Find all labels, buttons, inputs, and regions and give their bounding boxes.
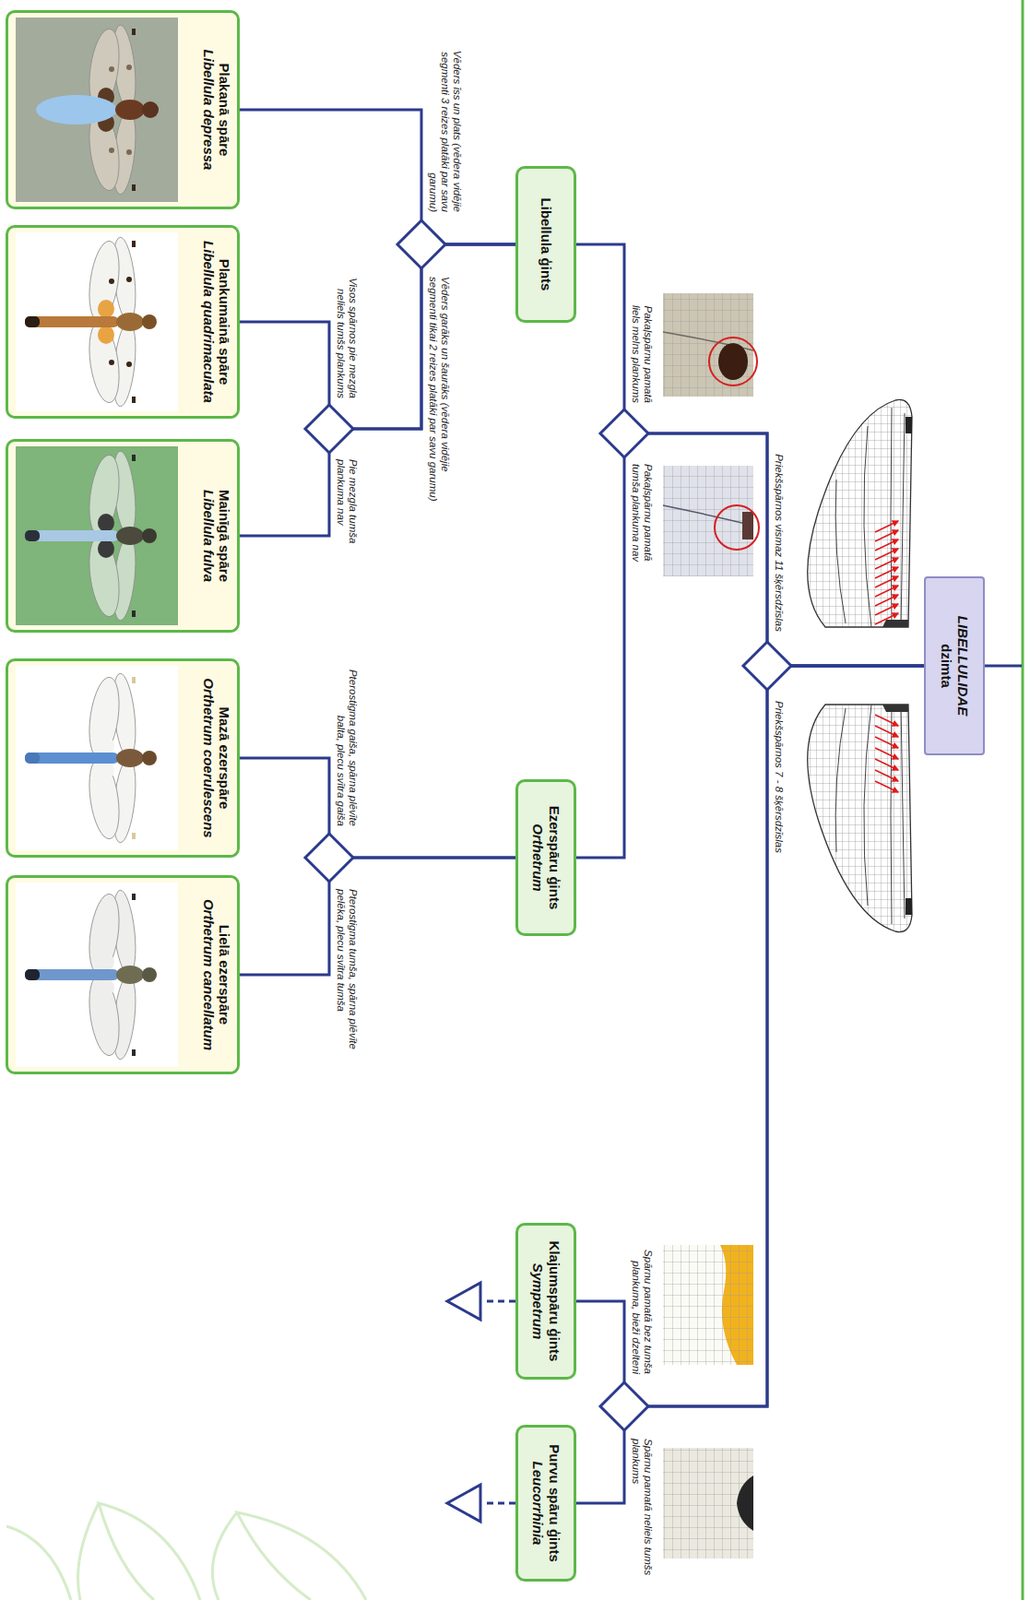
criterion-label: Pterostigma gaiša, spārna plēvīte balta,…: [334, 645, 359, 827]
species-photo: [15, 665, 178, 851]
connector: [239, 244, 516, 429]
photo: [662, 1447, 754, 1559]
photo: [662, 1244, 754, 1365]
node-title: Ezerspāru ģints: [545, 805, 563, 911]
family-box: LIBELLULIDAEdzimta: [923, 576, 985, 756]
leaf: [6, 1526, 72, 1600]
node-subtitle: Sympetrum: [529, 1263, 546, 1340]
card-ground: [5, 224, 240, 419]
node-subtitle: Libellula depressa: [201, 18, 217, 202]
genus-box: Libellula ģints: [515, 165, 577, 323]
species-card: Mainīgā spāreLibellula fulva: [5, 438, 240, 633]
decision-diamond: [600, 1382, 649, 1431]
species-cards: [5, 10, 240, 1075]
node-subtitle: dzimta: [937, 643, 955, 688]
species-card: Mazā ezerspāreOrthetrum coerulescens: [5, 658, 240, 858]
decision-diamond: [305, 833, 354, 882]
connector: [239, 244, 516, 536]
node-title: Mainīgā spāre: [216, 447, 233, 625]
node-subtitle: Orthetrum cancellatum: [201, 883, 217, 1066]
node-subtitle: Libellula quadrimaculata: [201, 233, 217, 411]
forewing-drawing: [807, 399, 912, 628]
card-ground: [5, 10, 240, 210]
red-arrows: [875, 520, 899, 793]
node-subtitle: Orthetrum: [529, 823, 546, 891]
frame: [984, 0, 1023, 1600]
node-title: Mazā ezerspāre: [216, 666, 233, 850]
node-title: LIBELLULIDAE: [954, 615, 971, 716]
criterion-label: Priekšspārnos 7 - 8 šķērsdzīslas: [772, 700, 785, 927]
criterion-label: Pie mezgla tumša plankuma nav: [334, 459, 359, 575]
forewing-drawing: [807, 704, 912, 933]
species-photo: [15, 882, 178, 1067]
criterion-label: Pakaļspārnu pamatā liels melns plankums: [629, 287, 654, 403]
node-title: Klajumspāru ģints: [545, 1241, 563, 1362]
photo: [662, 293, 758, 397]
connector: [576, 244, 924, 666]
species-card: Lielā ezerspāreOrthetrum cancellatum: [5, 875, 240, 1075]
species-photo: [15, 446, 178, 626]
criterion-label: Vēders īss un plats (vēdera vidējie segm…: [426, 11, 463, 213]
criterion-label: Pakaļspārnu pamatā tumša plankuma nav: [629, 463, 654, 580]
decision-diamonds: [305, 220, 792, 1431]
connector: [576, 665, 924, 1504]
decision-diamond: [743, 641, 792, 690]
card-caption: Plankumainā spāreLibellula quadrimaculat…: [196, 227, 237, 416]
node-subtitle: Leucorrhinia: [529, 1461, 546, 1546]
species-photo: [15, 17, 178, 202]
node-subtitle: Orthetrum coerulescens: [201, 666, 217, 850]
criterion-label: Spārnu pamatā neliels tumšs plankums: [629, 1438, 654, 1577]
connector: [576, 665, 924, 1407]
leaf: [236, 1512, 367, 1600]
card-caption: Plakanā spāreLibellula depressa: [196, 12, 237, 207]
dashed-continuation: [482, 1300, 516, 1303]
continuation-triangle: [447, 1282, 481, 1320]
criterion-label: Vēders garāks un šaurāks (vēdera vidējie…: [426, 276, 451, 508]
card-ground: [5, 438, 240, 633]
decision-diamond: [600, 409, 649, 458]
criterion-label: Priekšspārnos vismaz 11 šķērsdzīslas: [772, 405, 785, 632]
continuation-triangle: [447, 1484, 481, 1522]
species-card: Plakanā spāreLibellula depressa: [5, 10, 240, 210]
node-title: Plankumainā spāre: [216, 233, 233, 411]
connector: [576, 433, 924, 858]
node-title: Lielā ezerspāre: [216, 883, 233, 1066]
species-card: Plankumainā spāreLibellula quadrimaculat…: [5, 224, 240, 419]
leaf: [98, 1503, 201, 1600]
photo: [662, 465, 759, 577]
criterion-label: Pterostigma tumša, spārna plēvīte pelēka…: [334, 888, 359, 1074]
decision-diamond: [397, 220, 446, 269]
leaf-watermark: [6, 1503, 367, 1600]
connector: [239, 757, 516, 858]
connector: [239, 109, 516, 245]
node-title: Libellula ģints: [537, 198, 555, 292]
node-title: Purvu spāru ģints: [545, 1444, 563, 1563]
card-ground: [5, 875, 240, 1075]
species-photo: [15, 232, 178, 412]
decision-diamond: [305, 404, 354, 453]
connector: [239, 857, 516, 975]
genus-box: Purvu spāru ģintsLeucorrhinia: [515, 1424, 577, 1582]
card-ground: [5, 658, 240, 858]
wing-base-photos: [662, 293, 759, 1559]
genus-box: Ezerspāru ģintsOrthetrum: [515, 779, 577, 936]
criterion-label: Spārnu pamatā bez tumša plankuma, bieži …: [629, 1226, 654, 1374]
node-title: Plakanā spāre: [216, 18, 233, 202]
card-caption: Mazā ezerspāreOrthetrum coerulescens: [196, 661, 237, 855]
card-caption: Mainīgā spāreLibellula fulva: [196, 441, 237, 630]
card-caption: Lielā ezerspāreOrthetrum cancellatum: [196, 877, 237, 1072]
criterion-label: Visos spārnos pie mezgla neliels tumšs p…: [334, 276, 359, 399]
leader-line: [984, 664, 1022, 668]
leaf: [78, 1503, 238, 1600]
dashed-continuation: [482, 1502, 516, 1505]
node-subtitle: Libellula fulva: [201, 447, 217, 625]
frame-border: [1021, 0, 1025, 1600]
genus-box: Klajumspāru ģintsSympetrum: [515, 1222, 577, 1380]
